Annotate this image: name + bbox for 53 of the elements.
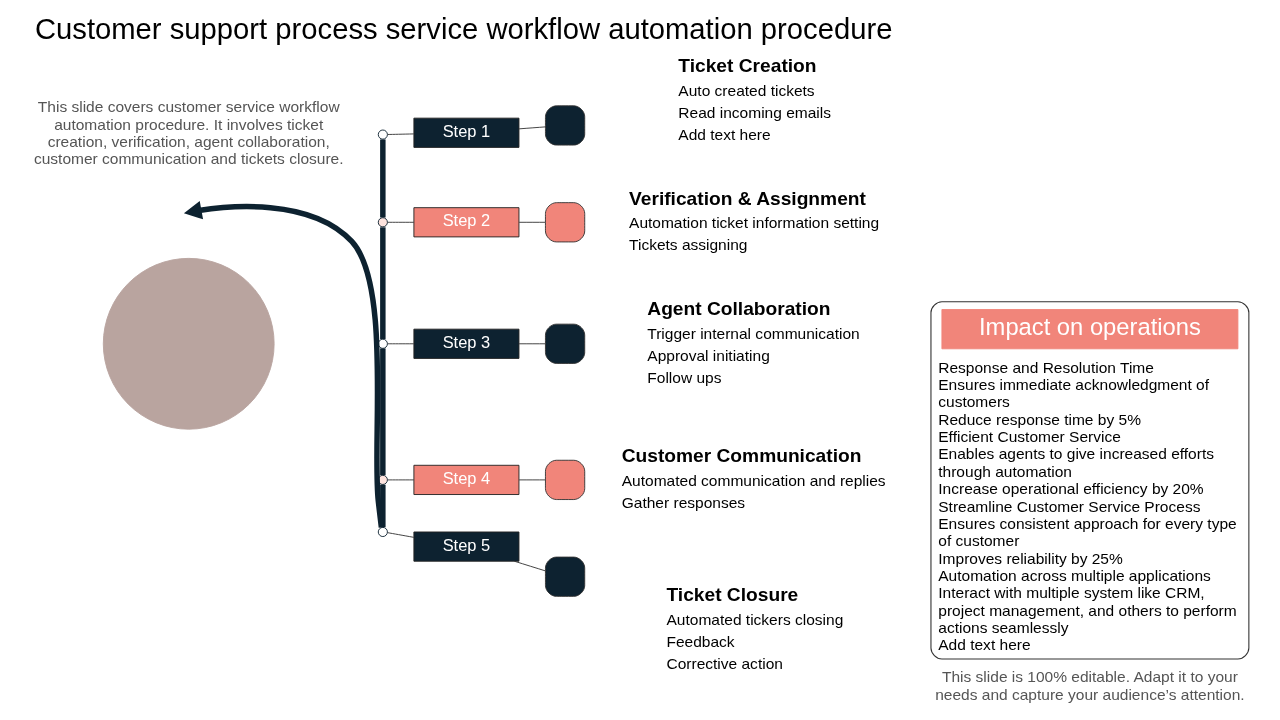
node-circle — [377, 474, 388, 485]
node-box: Impact on operations — [941, 309, 1239, 350]
connector — [387, 343, 415, 345]
node-label: Automated tickers closing — [666, 610, 844, 628]
node-circle — [377, 129, 388, 140]
node-box: Step 5 — [413, 531, 520, 562]
node-label: Automated communication and replies — [621, 471, 886, 489]
node-circle — [377, 526, 388, 537]
label: This slide covers customer service workflow automation procedure. It involves ticket creation, verification, agent collaboration, customer communication and tickets closure. — [33, 98, 344, 168]
node-label: Customer Communication — [621, 445, 862, 467]
node-box — [545, 105, 586, 146]
node-label: Follow ups — [647, 368, 722, 386]
node-box — [545, 556, 586, 597]
node-circle — [377, 217, 388, 228]
node-box: Step 4 — [413, 464, 520, 495]
connector — [380, 484, 386, 528]
connector — [387, 133, 415, 135]
connector — [518, 221, 546, 223]
connector — [387, 221, 415, 223]
connector — [387, 479, 415, 481]
node-box: Step 3 — [413, 328, 520, 359]
node-circle — [102, 257, 275, 430]
label: This slide is 100% editable. Adapt it to your needs and capture your audience’s attention. — [935, 668, 1245, 703]
node-label: Gather responses — [621, 493, 746, 511]
node-label: Trigger internal communication — [647, 324, 860, 342]
arrow — [183, 200, 385, 528]
node-label: Approval initiating — [647, 346, 770, 364]
node-label: Add text here — [678, 125, 771, 143]
diagram-title: Customer support process service workflow automation procedure — [34, 12, 893, 45]
node-label: Verification & Assignment — [629, 187, 866, 209]
connector — [387, 532, 415, 538]
node-label: Feedback — [666, 632, 735, 650]
node-box: Step 1 — [413, 117, 520, 148]
connector — [518, 343, 546, 345]
node-box: Step 2 — [413, 207, 520, 238]
node-label: Auto created tickets — [678, 81, 815, 99]
node-box — [545, 202, 586, 243]
connector — [380, 139, 386, 218]
connector — [380, 227, 386, 340]
node-label: Corrective action — [666, 654, 783, 672]
node-box — [545, 323, 586, 364]
node-circle — [377, 338, 388, 349]
connector — [380, 348, 386, 476]
node-label: Tickets assigning — [629, 236, 748, 254]
node-label: Agent Collaboration — [647, 298, 831, 320]
connector — [518, 126, 546, 130]
node-label: Ticket Closure — [666, 584, 799, 606]
connector — [518, 479, 546, 481]
node-box — [545, 459, 586, 500]
connector — [513, 560, 546, 572]
node-label: Automation ticket information setting — [629, 214, 880, 232]
node-label: Ticket Creation — [678, 55, 817, 77]
node-label: Read incoming emails — [678, 103, 832, 121]
